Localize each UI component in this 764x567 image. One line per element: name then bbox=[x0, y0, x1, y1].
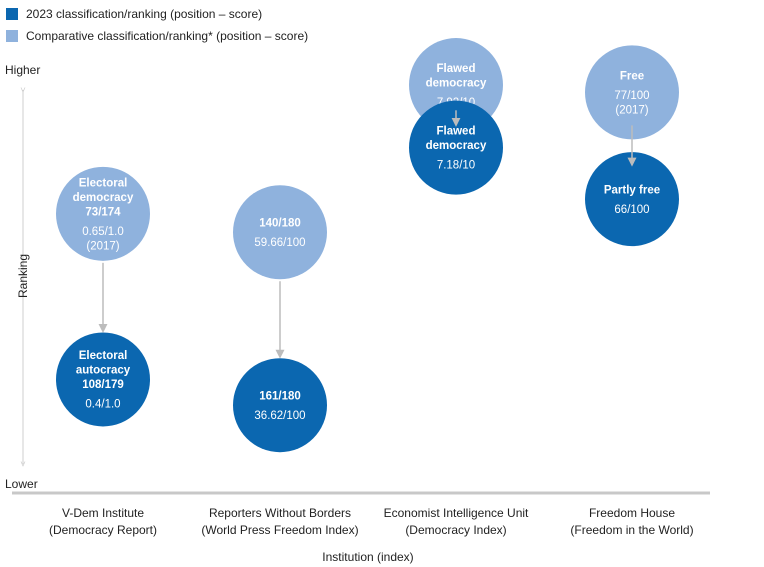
current-bubble-3-circle bbox=[585, 152, 679, 247]
current-bubble-2-line-1: democracy bbox=[426, 140, 487, 152]
current-bubble-1-line-0: 161/180 bbox=[259, 390, 301, 402]
comparative-bubble-3-line-2: (2017) bbox=[615, 104, 648, 116]
x-tick-label-1-1: (World Press Freedom Index) bbox=[201, 523, 358, 537]
axis-lower-label: Lower bbox=[5, 477, 38, 491]
legend-label-current: 2023 classification/ranking (position – … bbox=[26, 7, 263, 21]
comparative-bubble-3-line-1: 77/100 bbox=[614, 90, 649, 102]
comparative-bubble-2-line-0: Flawed bbox=[437, 63, 476, 75]
comparative-bubble-0-circle bbox=[56, 166, 150, 261]
current-bubble-1: 161/180 36.62/100 bbox=[233, 358, 327, 453]
current-bubble-3-line-0: Partly free bbox=[604, 184, 660, 196]
current-bubble-0-line-1: autocracy bbox=[76, 365, 131, 377]
current-bubble-3-line-1: 66/100 bbox=[614, 204, 649, 216]
x-tick-label-1-0: Reporters Without Borders bbox=[209, 506, 351, 520]
current-bubble-0-line-0: Electoral bbox=[79, 350, 128, 362]
comparative-bubble-0: Electoral democracy 73/174 0.65/1.0 (2017) bbox=[56, 166, 150, 261]
legend-item-current: 2023 classification/ranking (position – … bbox=[6, 3, 308, 25]
current-bubble-0: Electoral autocracy 108/179 0.4/1.0 bbox=[56, 332, 150, 427]
comparative-bubble-1-line-1: 59.66/100 bbox=[254, 237, 305, 249]
comparative-bubble-2-line-1: democracy bbox=[426, 78, 487, 90]
x-axis-title: Institution (index) bbox=[322, 550, 413, 564]
legend-label-comparative: Comparative classification/ranking* (pos… bbox=[26, 29, 309, 43]
arrows-layer bbox=[98, 110, 637, 359]
comparative-bubble-0-line-1: democracy bbox=[73, 192, 134, 204]
x-tick-label-3-0: Freedom House bbox=[589, 506, 675, 520]
current-bubble-2-line-0: Flawed bbox=[437, 126, 476, 138]
current-bubble-2: Flawed democracy 7.18/10 bbox=[409, 100, 503, 195]
axis-higher-label: Higher bbox=[5, 63, 40, 77]
comparative-bubble-3-line-0: Free bbox=[620, 70, 644, 82]
x-tick-labels: V-Dem Institute (Democracy Report) Reporte… bbox=[49, 506, 694, 537]
x-tick-label-0-0: V-Dem Institute bbox=[62, 506, 144, 520]
legend: 2023 classification/ranking (position – … bbox=[6, 3, 308, 47]
y-axis-title: Ranking bbox=[16, 254, 30, 298]
current-bubble-0-line-3: 0.4/1.0 bbox=[85, 399, 120, 411]
legend-swatch-current bbox=[6, 8, 18, 20]
current-bubble-0-circle bbox=[56, 332, 150, 427]
comparative-bubble-0-line-0: Electoral bbox=[79, 177, 128, 189]
comparative-bubble-3: Free 77/100 (2017) bbox=[585, 45, 679, 140]
comparative-bubble-3-circle bbox=[585, 45, 679, 140]
x-tick-label-0-1: (Democracy Report) bbox=[49, 523, 157, 537]
x-tick-label-2-0: Economist Intelligence Unit bbox=[384, 506, 529, 520]
comparative-bubble-1-circle bbox=[233, 185, 327, 280]
current-bubble-3: Partly free 66/100 bbox=[585, 152, 679, 247]
x-tick-label-2-1: (Democracy Index) bbox=[405, 523, 506, 537]
comparative-bubble-1: 140/180 59.66/100 bbox=[233, 185, 327, 280]
legend-item-comparative: Comparative classification/ranking* (pos… bbox=[6, 25, 308, 47]
legend-swatch-comparative bbox=[6, 30, 18, 42]
current-bubble-1-circle bbox=[233, 358, 327, 453]
bubbles-layer: Electoraldemocracy73/1740.65/1.0(2017)El… bbox=[56, 38, 679, 453]
current-bubble-2-circle bbox=[409, 100, 503, 195]
current-bubble-0-line-2: 108/179 bbox=[82, 379, 124, 391]
current-bubble-1-line-1: 36.62/100 bbox=[254, 410, 305, 422]
comparative-bubble-0-line-4: (2017) bbox=[86, 240, 119, 252]
x-tick-label-3-1: (Freedom in the World) bbox=[570, 523, 693, 537]
comparative-bubble-0-line-3: 0.65/1.0 bbox=[82, 226, 124, 238]
current-bubble-2-line-2: 7.18/10 bbox=[437, 160, 475, 172]
comparative-bubble-1-line-0: 140/180 bbox=[259, 217, 301, 229]
comparative-bubble-0-line-2: 73/174 bbox=[85, 206, 121, 218]
